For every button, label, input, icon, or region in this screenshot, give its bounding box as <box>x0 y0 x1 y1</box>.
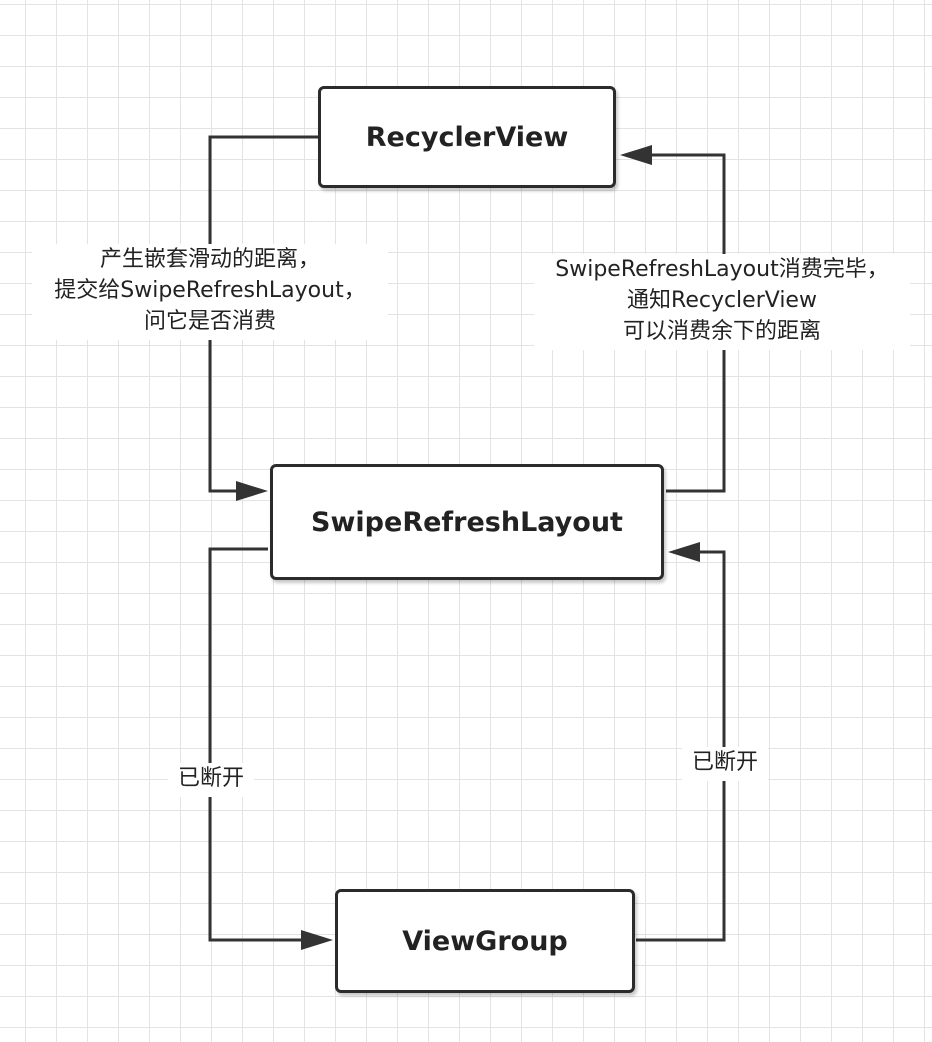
arrowhead-into-viewgroup-left <box>301 930 333 950</box>
node-label: ViewGroup <box>402 925 568 957</box>
edge-label-disconnected-left: 已断开 <box>168 763 254 797</box>
arrowhead-into-recycler-right <box>620 145 652 165</box>
node-label: RecyclerView <box>365 121 569 153</box>
edge-label-line: 通知RecyclerView <box>627 288 817 313</box>
arrowhead-into-swipe-right <box>668 542 700 562</box>
edge-label-submit-distance: 产生嵌套滑动的距离， 提交给SwipeRefreshLayout， 问它是否消费 <box>32 244 388 340</box>
node-recycler-view[interactable]: RecyclerView <box>318 86 616 188</box>
edge-label-line: SwipeRefreshLayout消费完毕， <box>555 257 889 282</box>
arrowhead-into-swipe-left <box>236 481 268 501</box>
edge-label-line: 提交给SwipeRefreshLayout， <box>54 278 366 303</box>
edge-label-line: 产生嵌套滑动的距离， <box>99 247 320 272</box>
edge-label-notify-recycler: SwipeRefreshLayout消费完毕， 通知RecyclerView 可… <box>534 254 910 350</box>
node-view-group[interactable]: ViewGroup <box>335 889 635 993</box>
edge-label-line: 问它是否消费 <box>143 309 276 334</box>
edge-label-disconnected-right: 已断开 <box>682 747 768 781</box>
node-swipe-refresh-layout[interactable]: SwipeRefreshLayout <box>270 464 664 580</box>
connector-swipe-to-viewgroup <box>208 547 304 942</box>
connector-viewgroup-to-swipe <box>636 550 726 942</box>
edge-label-line: 可以消费余下的距离 <box>622 319 821 344</box>
edge-label-line: 已断开 <box>691 750 758 775</box>
node-label: SwipeRefreshLayout <box>311 506 623 538</box>
edge-label-line: 已断开 <box>177 766 244 791</box>
